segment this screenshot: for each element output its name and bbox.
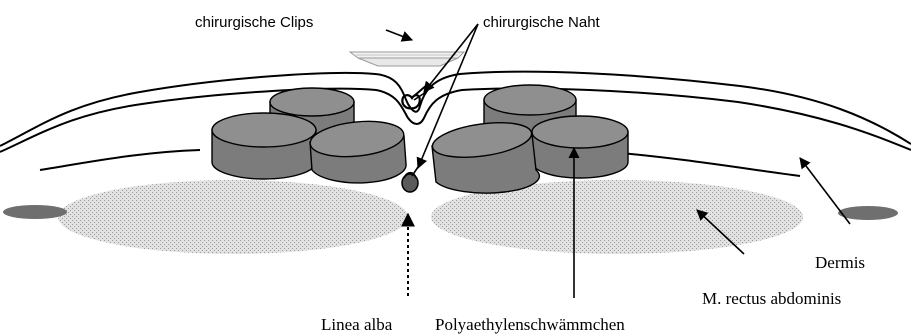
label-muscle: M. rectus abdominis	[702, 289, 841, 308]
clips-arrow	[386, 30, 412, 40]
sponges-right	[430, 85, 628, 193]
muscle-layer	[3, 180, 898, 254]
label-linea-alba: Linea alba	[321, 315, 393, 334]
sponge-cylinder	[532, 116, 628, 178]
muscle-edge-right	[838, 206, 898, 220]
muscle-edge-left	[3, 205, 67, 219]
fascia-line-left	[40, 150, 200, 170]
sponge-cylinder	[430, 117, 539, 193]
fascia-line-right	[610, 152, 800, 176]
label-surgical-clips: chirurgische Clips	[195, 14, 313, 31]
dermis-arrow	[800, 158, 850, 224]
label-dermis: Dermis	[815, 253, 865, 272]
sponges-left	[212, 88, 406, 183]
label-sponges: Polyaethylenschwämmchen	[435, 315, 625, 334]
sponge-cylinder	[212, 113, 316, 179]
label-surgical-suture: chirurgische Naht	[483, 14, 601, 31]
muscle-left	[58, 180, 408, 254]
